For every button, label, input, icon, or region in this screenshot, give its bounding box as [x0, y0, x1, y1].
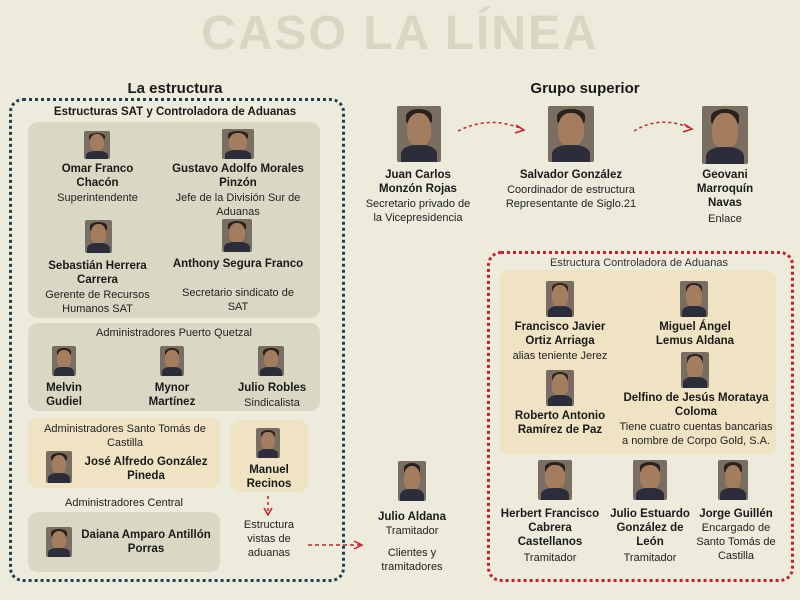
person-role: Sindicalista: [244, 397, 300, 409]
person-name: Geovani Marroquín Navas: [696, 169, 754, 209]
person-role: Gerente de Recursos Humanos SAT: [45, 289, 150, 315]
person-photo: [546, 281, 574, 317]
right-section-title: Grupo superior: [530, 80, 640, 97]
person-role: Enlace: [708, 213, 742, 225]
person-name: Julio Estuardo González de León: [610, 508, 690, 548]
person-photo: [548, 106, 594, 162]
person-name: Juan Carlos Monzón Rojas: [379, 169, 457, 195]
person-photo: [397, 106, 441, 162]
person-role: alias teniente Jerez: [512, 350, 608, 362]
central-title: Administradores Central: [65, 497, 183, 509]
person-name: Julio Robles: [237, 382, 307, 394]
person-photo: [84, 131, 110, 159]
person-role: Encargado de Santo Tomás de Castilla: [696, 522, 776, 562]
sat-block-title: Estructuras SAT y Controladora de Aduana…: [53, 106, 297, 118]
person-role: Tramitador: [623, 552, 677, 564]
person-photo: [222, 219, 252, 252]
page-title: CASO LA LÍNEA: [201, 7, 599, 60]
person-photo: [256, 428, 280, 458]
person-name: José Alfredo González Pineda: [84, 456, 208, 482]
person-name: Julio Aldana: [378, 511, 446, 523]
person-name: Francisco Javier Ortiz Arriaga: [514, 321, 606, 347]
person-photo: [680, 281, 708, 317]
person-role: Tramitador: [385, 525, 439, 537]
person-photo: [718, 460, 748, 500]
person-photo: [85, 220, 112, 253]
person-photo: [546, 370, 574, 406]
person-photo: [160, 346, 184, 376]
person-role: Superintendente: [57, 192, 138, 204]
left-section-title: La estructura: [127, 80, 223, 97]
person-name: Miguel Ángel Lemus Aldana: [655, 321, 735, 347]
person-role: Jefe de la División Sur de Aduanas: [175, 192, 301, 218]
person-name: Herbert Francisco Cabrera Castellanos: [500, 508, 600, 548]
santo-tomas-title: Administradores Santo Tomás de Castilla: [44, 423, 206, 449]
structure-frame: [9, 98, 345, 582]
person-role: Tiene cuatro cuentas bancarias a nombre …: [619, 421, 773, 447]
person-photo: [46, 451, 72, 483]
clients-note: Clientes y tramitadores: [381, 547, 443, 573]
manuel-note: Estructura vistas de aduanas: [243, 519, 295, 559]
person-name: Daiana Amparo Antillón Porras: [81, 529, 211, 555]
person-photo: [398, 461, 426, 501]
person-name: Roberto Antonio Ramírez de Paz: [514, 410, 606, 436]
person-name: Anthony Segura Franco: [172, 258, 304, 270]
sat-panel: [28, 122, 320, 318]
person-photo: [681, 352, 709, 388]
person-photo: [633, 460, 667, 500]
controladora-frame: [487, 251, 794, 582]
person-name: Mynor Martínez: [148, 382, 196, 408]
person-photo: [702, 106, 748, 164]
person-role: Tramitador: [523, 552, 577, 564]
person-name: Manuel Recinos: [246, 464, 292, 490]
arrow-monzon-to-gonzalez: [457, 121, 523, 132]
quetzal-title: Administradores Puerto Quetzal: [96, 327, 252, 339]
person-name: Melvin Gudiel: [46, 382, 82, 408]
person-name: Omar Franco Chacón: [61, 163, 134, 189]
person-name: Salvador González: [519, 169, 623, 181]
person-name: Sebastián Herrera Carrera: [48, 260, 147, 286]
person-photo: [258, 346, 284, 376]
person-photo: [538, 460, 572, 500]
person-photo: [52, 346, 76, 376]
arrow-gonzalez-to-marroquin: [633, 121, 691, 132]
person-photo: [222, 129, 254, 159]
controladora-title: Estructura Controladora de Aduanas: [550, 257, 728, 269]
person-role: Coordinador de estructura Representante …: [505, 184, 637, 210]
person-role: Secretario sindicato de SAT: [182, 287, 294, 313]
person-name: Delfino de Jesús Morataya Coloma: [623, 392, 769, 418]
person-role: Secretario privado de la Vicepresidencia: [365, 198, 471, 224]
person-name: Jorge Guillén: [699, 508, 773, 520]
person-photo: [46, 527, 72, 557]
person-name: Gustavo Adolfo Morales Pinzón: [172, 163, 304, 189]
